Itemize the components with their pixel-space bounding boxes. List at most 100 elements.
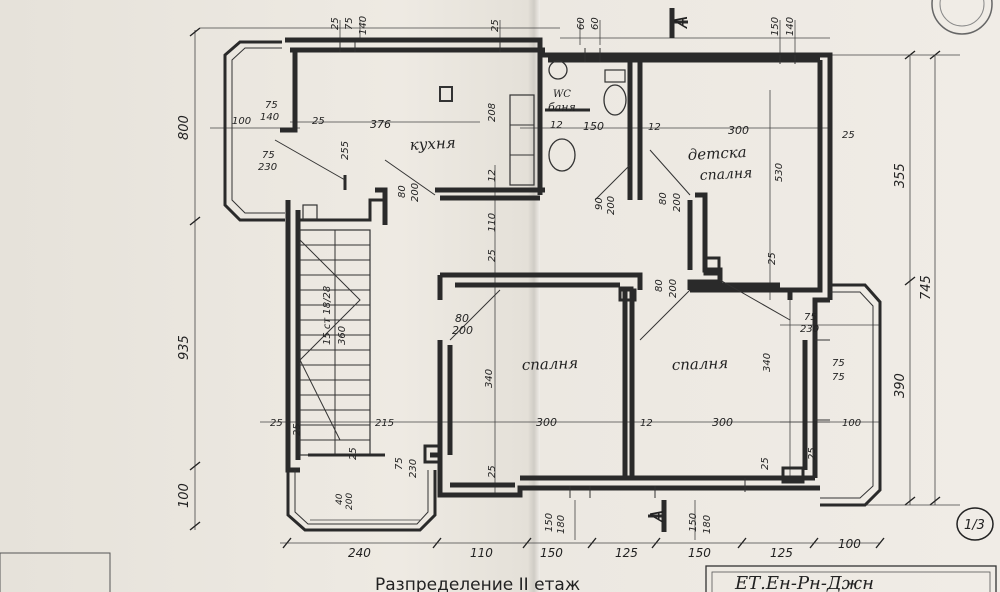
room-label-kids-line2: спалня	[699, 165, 752, 184]
dim-left: 800	[177, 115, 192, 140]
staircase	[299, 229, 385, 457]
dim-right: 390	[893, 373, 908, 398]
dim-left: 100	[177, 483, 192, 508]
dim-inner: 208	[487, 103, 498, 122]
dim-top: 25	[490, 19, 501, 32]
dim-inner: 75	[394, 457, 405, 470]
dim-inner: 180	[702, 515, 713, 534]
dimension-lines	[189, 20, 960, 549]
dim-bottom: 150	[540, 546, 563, 560]
dim-inner: 530	[774, 163, 785, 182]
dim-inner: 376	[370, 118, 391, 131]
dim-inner: 215	[375, 418, 394, 429]
dim-inner: 180	[556, 515, 567, 534]
dim-inner: 75	[832, 358, 845, 369]
dim-bottom: 100	[838, 537, 861, 551]
dim-inner: 25	[487, 465, 498, 478]
stair-label: 15 ст 18/28	[322, 286, 333, 345]
dim-inner: 40	[335, 493, 345, 505]
stamp-text: ЕТ.Ен-Рн-Джн	[734, 573, 874, 592]
dim-inner: 25	[842, 130, 855, 141]
dimension-texts: 240 110 150 125 150 125 100 800 935 100 …	[177, 16, 934, 560]
dim-top: 140	[358, 16, 369, 35]
dim-inner: 75	[265, 100, 278, 111]
dim-inner: 230	[800, 324, 819, 335]
dim-inner: 75	[804, 312, 817, 323]
sheet-number-circle	[956, 507, 994, 541]
dim-inner: 25	[487, 249, 498, 262]
section-mark-a-top: A	[671, 16, 692, 29]
dim-top: 150	[770, 17, 781, 36]
dim-inner: 340	[484, 369, 495, 388]
dim-inner: 12	[640, 418, 653, 429]
dim-inner: 25	[312, 116, 325, 127]
dim-inner: 100	[842, 418, 861, 429]
section-mark-a-bottom: A	[647, 510, 668, 523]
dim-inner: 12	[648, 122, 661, 133]
dim-top: 140	[785, 17, 796, 36]
room-label-bath: баня	[548, 101, 576, 114]
dim-inner: 25	[767, 252, 778, 265]
room-label-wc: WC	[553, 89, 571, 100]
dim-inner: 255	[340, 141, 351, 160]
openings	[274, 42, 830, 498]
dim-inner: 150	[583, 120, 604, 133]
dim-bottom: 240	[348, 546, 371, 560]
dim-inner: 200	[410, 183, 421, 202]
dim-inner: 230	[408, 459, 419, 478]
balconies	[223, 40, 882, 532]
dim-left: 935	[177, 335, 192, 360]
paper-fold	[528, 0, 540, 592]
dim-inner: 200	[606, 196, 617, 215]
dim-inner: 200	[345, 493, 355, 510]
dim-inner: 80	[658, 192, 669, 205]
dim-inner: 75	[262, 150, 275, 161]
dim-inner: 200	[668, 279, 679, 298]
sheet-number: 1/3	[964, 518, 985, 533]
dim-inner: 100	[232, 116, 251, 127]
dim-inner: 25	[292, 423, 303, 436]
dim-inner: 25	[807, 447, 818, 460]
dim-bottom: 150	[688, 546, 711, 560]
room-label-kitchen: кухня	[409, 134, 456, 154]
dim-inner: 12	[550, 120, 563, 131]
dim-inner: 80	[654, 279, 665, 292]
dim-top: 60	[576, 17, 587, 30]
dim-right: 355	[893, 163, 908, 188]
stamp-box	[705, 565, 997, 592]
dim-top: 25	[330, 17, 341, 30]
room-label-bedroom-left: спалня	[522, 354, 579, 374]
dim-inner: 80	[397, 185, 408, 198]
dim-inner: 230	[258, 162, 277, 173]
dim-top: 75	[344, 17, 355, 30]
section-marks: A A	[647, 8, 692, 532]
dim-inner: 150	[688, 513, 699, 532]
dim-inner: 300	[712, 416, 733, 429]
walls	[280, 37, 833, 498]
room-labels: кухня детска спалня спалня спалня WC бан…	[322, 89, 753, 374]
dim-inner: 150	[544, 513, 555, 532]
stair-width-label: 360	[337, 326, 348, 345]
dim-inner: 80	[455, 312, 469, 325]
dim-inner: 300	[728, 124, 749, 137]
dim-inner: 200	[452, 324, 473, 337]
dim-top: 60	[590, 17, 601, 30]
dim-bottom: 125	[770, 546, 793, 560]
dim-inner: 12	[487, 169, 498, 182]
dim-inner: 340	[762, 353, 773, 372]
dim-bottom: 110	[470, 546, 493, 560]
dim-inner: 90	[594, 197, 605, 210]
sanitary-fixtures	[302, 60, 627, 220]
seal-stamp	[931, 0, 993, 35]
corner-frame	[0, 552, 111, 592]
room-label-bedroom-right: спалня	[672, 354, 729, 374]
dim-inner: 25	[348, 447, 359, 460]
dim-inner: 110	[487, 213, 498, 232]
dim-inner: 300	[536, 416, 557, 429]
dim-right: 745	[919, 275, 934, 300]
room-label-kids-line1: детска	[687, 143, 747, 164]
dim-inner: 200	[672, 193, 683, 212]
